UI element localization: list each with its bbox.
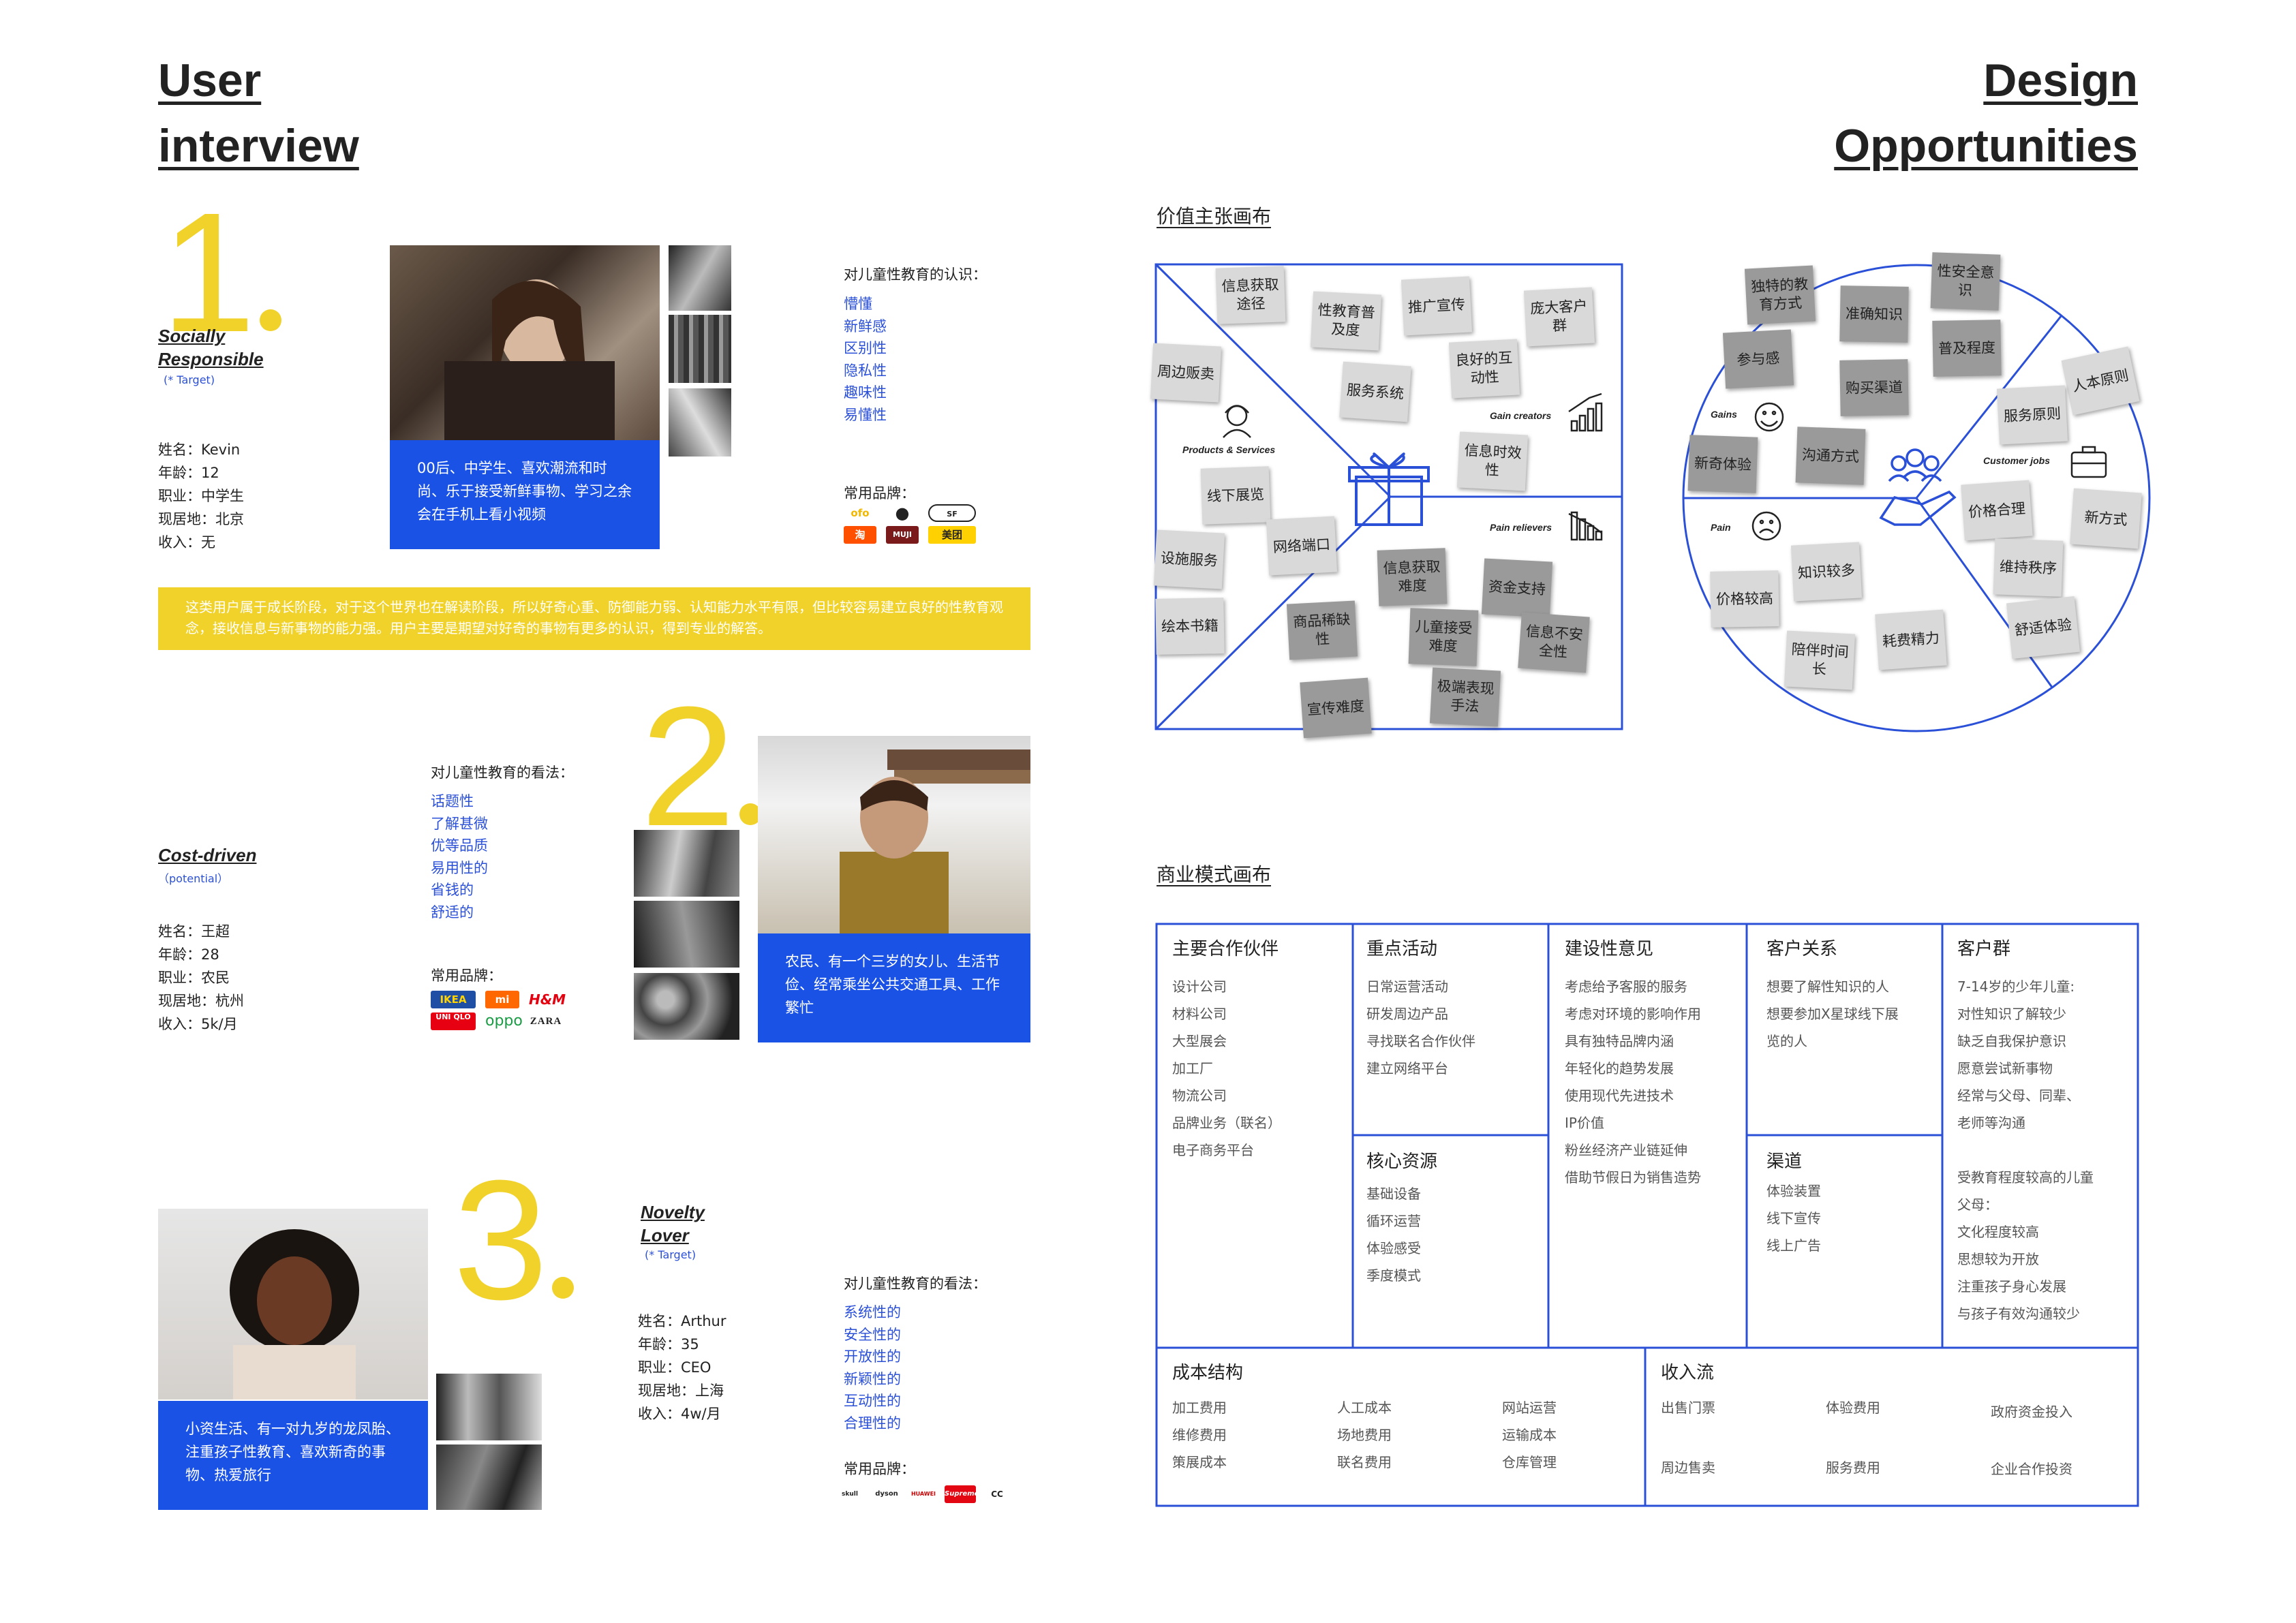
bmc-relations-heading: 客户关系 <box>1766 939 1838 959</box>
brand-logo: dyson <box>875 1490 898 1498</box>
persona-2-views: 话题性了解甚微优等品质易用性的省钱的舒适的 <box>431 793 488 921</box>
persona-2-question: 对儿童性教育的看法： <box>431 764 574 781</box>
brand-logo: 美团 <box>928 526 976 544</box>
customers-hand-icon <box>1879 448 1957 526</box>
persona-3-tag: (* Target) <box>645 1248 697 1261</box>
bar-chart-down-icon <box>1568 511 1603 541</box>
bmc-resources-heading: 核心资源 <box>1366 1151 1438 1172</box>
persona-2-photo <box>758 736 1030 933</box>
persona-2-number: 2 <box>641 681 762 852</box>
persona-2-thumb-1 <box>634 830 739 897</box>
bmc-cost-list: 加工费用人工成本网站运营 维修费用场地费用运输成本 策展成本联名费用仓库管理 <box>1172 1400 1557 1470</box>
persona-3-question: 对儿童性教育的看法： <box>844 1276 987 1292</box>
brand-logo: HUAWEI <box>910 1491 936 1497</box>
persona-1-thumb-2 <box>669 315 731 383</box>
persona-3-brands-label: 常用品牌： <box>844 1461 915 1477</box>
bmc-revenue-list: 出售门票体验费用政府资金投入 周边售卖服务费用企业合作投资 <box>1661 1400 2072 1477</box>
man-portrait-icon <box>840 749 1030 933</box>
bmc-partners-list: 设计公司材料公司大型展会加工厂物流公司品牌业务（联名）电子商务平台 <box>1172 978 1281 1158</box>
vpc-gains-label: Gains <box>1711 409 1737 420</box>
vpc-jobs-label: Customer jobs <box>1983 455 2051 466</box>
persona-1-brands-label: 常用品牌： <box>844 485 915 501</box>
persona-1-description: 00后、中学生、喜欢潮流和时尚、乐于接受新鲜事物、学习之余会在手机上看小视频 <box>390 440 660 549</box>
persona-1-tag: (* Target) <box>164 373 215 386</box>
persona-2-thumb-3 <box>634 973 739 1040</box>
bmc-channels-heading: 渠道 <box>1766 1151 1803 1172</box>
apple-logo-icon: ● <box>895 504 910 523</box>
bmc-activities-heading: 重点活动 <box>1366 939 1438 959</box>
brand-logo: Supreme <box>945 1485 979 1503</box>
bmc-channels-list: 体验装置线下宣传线上广告 <box>1766 1183 1821 1254</box>
briefcase-icon <box>2070 446 2107 478</box>
vpc-pain-relievers-label: Pain relievers <box>1490 522 1552 533</box>
brand-logo: mi <box>485 991 519 1008</box>
bmc-activities-list: 日常运营活动研发周边产品寻找联名合作伙伴建立网络平台 <box>1366 978 1475 1077</box>
right-page-title: Design Opportunities <box>1834 55 2138 172</box>
bmc-revenue-heading: 收入流 <box>1661 1363 1715 1383</box>
woman-portrait-icon <box>230 1229 359 1400</box>
persona-3-brands: skull dyson HUAWEI Supreme CC <box>834 1485 1013 1503</box>
bmc-cost-heading: 成本结构 <box>1172 1363 1244 1383</box>
bar-chart-up-icon <box>1568 392 1603 432</box>
sad-face-icon <box>1751 511 1781 541</box>
left-page-title: User interview <box>158 55 359 172</box>
gift-icon <box>1348 452 1430 526</box>
persona-2-label: Cost-driven <box>158 845 257 865</box>
brand-logo: 淘 <box>844 526 876 544</box>
brand-logo: skull <box>842 1491 858 1498</box>
woman-portrait-icon <box>444 279 615 443</box>
vpc-pains-label: Pain <box>1711 522 1731 533</box>
persona-1-photo <box>390 245 660 443</box>
bmc-segments-list: 7-14岁的少年儿童:对性知识了解较少缺乏自我保护意识愿意尝试新事物经常与父母、… <box>1957 978 2094 1322</box>
bmc-segments-heading: 客户群 <box>1957 939 2011 959</box>
brand-logo: ofo <box>851 507 870 519</box>
vpc-products-label: Products & Services <box>1182 444 1276 455</box>
brand-logo: IKEA <box>431 991 476 1008</box>
persona-2-tag: （potential） <box>158 872 229 885</box>
vpc-gain-creators-label: Gain creators <box>1490 410 1552 421</box>
persona-3-thumb-2 <box>436 1444 542 1510</box>
bmc-relations-list: 想要了解性知识的人想要参加X星球线下展览的人 <box>1766 978 1899 1049</box>
persona-1-brands: ofo ● SF EXPRESS 淘 MUJI 美团 <box>844 504 976 544</box>
smile-face-icon <box>1754 402 1784 432</box>
persona-3-description: 小资生活、有一对九岁的龙凤胎、注重孩子性教育、喜欢新奇的事物、热爱旅行 <box>158 1401 428 1510</box>
persona-3-number: 3 <box>453 1155 575 1325</box>
persona-2-brands-label: 常用品牌： <box>431 968 502 984</box>
persona-1-number: 1 <box>161 187 282 358</box>
persona-1-views: 懵懂新鲜感区别性隐私性趣味性易懂性 <box>844 296 887 423</box>
bmc-partners-heading: 主要合作伙伴 <box>1172 939 1279 959</box>
persona-1-summary: 这类用户属于成长阶段，对于这个世界也在解读阶段，所以好奇心重、防御能力弱、认知能… <box>158 587 1030 650</box>
brand-logo: CC <box>991 1489 1003 1499</box>
brand-logo: ZARA <box>530 1016 562 1027</box>
bmc-value-heading: 建设性意见 <box>1565 939 1654 959</box>
headset-person-icon <box>1223 405 1251 438</box>
persona-1-thumb-3 <box>669 388 731 457</box>
bmc-title: 商业模式画布 <box>1157 863 1272 886</box>
persona-3-views: 系统性的安全性的开放性的新颖性的互动性的合理性的 <box>844 1304 901 1432</box>
persona-3-thumb-1 <box>436 1374 542 1440</box>
vpc-title: 价值主张画布 <box>1157 205 1272 228</box>
persona-3-photo <box>158 1209 428 1400</box>
brand-logo: MUJI <box>886 526 919 544</box>
persona-2-description: 农民、有一个三岁的女儿、生活节俭、经常乘坐公共交通工具、工作繁忙 <box>758 933 1030 1042</box>
persona-2-thumb-2 <box>634 901 739 968</box>
bmc-value-list: 考虑给予客服的服务考虑对环境的影响作用具有独特品牌内涵年轻化的趋势发展使用现代先… <box>1565 978 1701 1186</box>
persona-1-thumb-1 <box>669 245 731 311</box>
brand-logo: UNI QLO <box>431 1013 476 1030</box>
persona-1-question: 对儿童性教育的认识： <box>844 266 987 283</box>
brand-logo: oppo <box>485 1013 523 1030</box>
brand-logo: H&M <box>529 991 566 1008</box>
persona-2-brands: IKEA mi H&M UNI QLO oppo ZARA <box>431 991 566 1030</box>
bmc-resources-list: 基础设备循环运营体验感受季度模式 <box>1366 1186 1421 1284</box>
